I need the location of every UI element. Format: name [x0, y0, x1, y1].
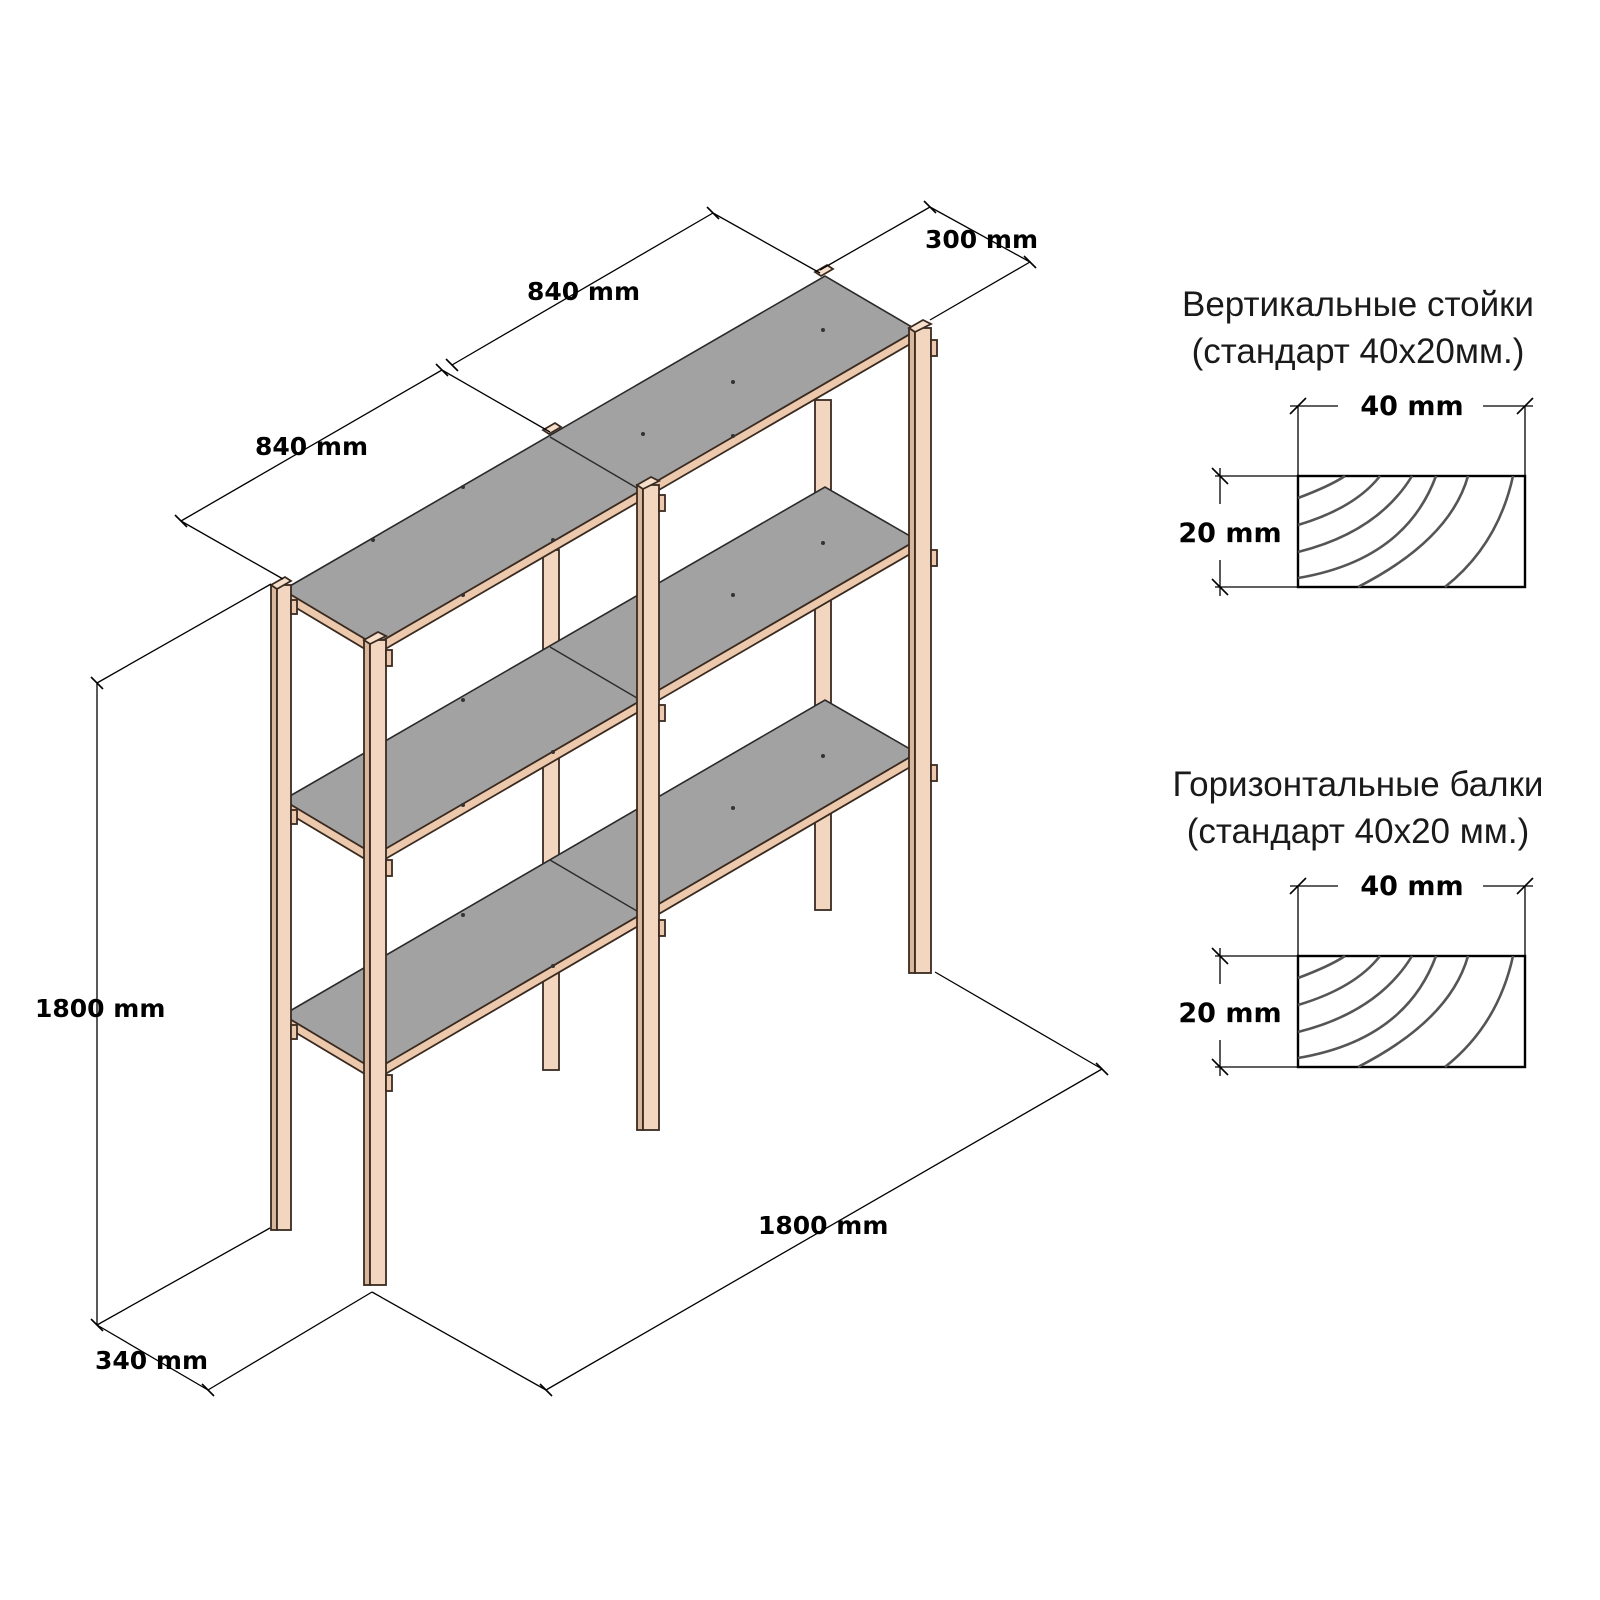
wood-grain-vertical [1297, 474, 1515, 589]
post-middle-front-side [636, 484, 644, 1131]
section-vertical-posts: Вертикальные стойки (стандарт 40x20мм.) … [1178, 285, 1534, 596]
dim-width-1800: 1800 mm [758, 1211, 888, 1240]
post-caps [269, 263, 934, 646]
shelf-middle-seam [549, 646, 643, 702]
section-vertical-height-label: 20 mm [1178, 518, 1281, 549]
section-horizontal-beams: Горизонтальные балки (стандарт 40x20 мм.… [1173, 765, 1544, 1076]
section-horizontal-width-label: 40 mm [1360, 871, 1463, 902]
dimension-labels: 840 mm 840 mm 300 mm 1800 mm 1800 mm 340… [35, 225, 1038, 1375]
dimension-lines [90, 200, 1109, 1397]
dim-top-left-840: 840 mm [255, 432, 368, 461]
back-post-middle [542, 549, 560, 1071]
wood-grain-horizontal [1297, 954, 1515, 1069]
back-post-right [814, 399, 832, 911]
dim-height-1800: 1800 mm [35, 994, 165, 1023]
post-left-rear [276, 584, 292, 1231]
section-horizontal-title: Горизонтальные балки [1173, 765, 1544, 804]
post-left-front [369, 639, 387, 1286]
dim-depth-340: 340 mm [95, 1346, 208, 1375]
section-vertical-subtitle: (стандарт 40x20мм.) [1192, 332, 1525, 371]
dim-depth-300: 300 mm [925, 225, 1038, 254]
front-posts [270, 327, 932, 1286]
post-middle-front [642, 484, 660, 1131]
section-vertical-title: Вертикальные стойки [1182, 285, 1534, 324]
connector-blocks [290, 339, 938, 1092]
section-vertical-width-label: 40 mm [1360, 391, 1463, 422]
post-right-front-side [908, 327, 916, 974]
shelf-top-seam [549, 436, 643, 492]
dim-top-right-840: 840 mm [527, 277, 640, 306]
section-horizontal-height-label: 20 mm [1178, 998, 1281, 1029]
section-horizontal-subtitle: (стандарт 40x20 мм.) [1187, 812, 1530, 851]
shelf-bottom-seam [549, 859, 643, 915]
post-right-front [914, 327, 932, 974]
